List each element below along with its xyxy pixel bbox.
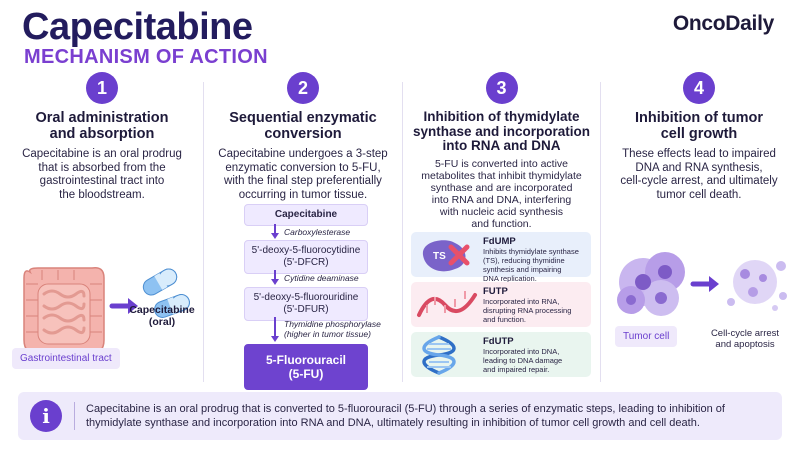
dna-helix-icon — [422, 335, 456, 375]
column-divider — [203, 82, 204, 382]
metabolite-futp: FUTP Incorporated into RNA, disrupting R… — [411, 282, 591, 327]
step-heading: Oral administration and absorption — [35, 110, 169, 142]
step-4-panel: 4 Inhibition of tumor cell growth These … — [601, 72, 797, 390]
step-heading: Inhibition of tumor cell growth — [634, 110, 764, 142]
metabolite-description: Incorporated into RNA, disrupting RNA pr… — [483, 297, 572, 324]
apoptotic-cell-icon — [727, 260, 787, 311]
step-description: Capecitabine undergoes a 3-step enzymati… — [218, 148, 388, 201]
arrow-down-icon — [271, 224, 279, 239]
metabolite-description: Inhibits thymidylate synthase (TS), redu… — [483, 247, 579, 283]
capecitabine-oral-label: Capecitabine (oral) — [129, 304, 195, 328]
enzyme-label: Cytidine deaminase — [284, 273, 359, 283]
info-icon: i — [30, 400, 62, 432]
metabolite-name: FUTP — [483, 286, 508, 297]
step-description: Capecitabine is an oral prodrug that is … — [22, 148, 182, 201]
page-subtitle: MECHANISM OF ACTION — [24, 46, 268, 68]
step-2-panel: 2 Sequential enzymatic conversion Capeci… — [204, 72, 402, 390]
pathway-node-5fu: 5-Fluorouracil (5-FU) — [244, 344, 368, 390]
page-title: Capecitabine — [22, 6, 253, 48]
summary-text: Capecitabine is an oral prodrug that is … — [86, 403, 725, 429]
pathway-node-dfur: 5'-deoxy-5-fluorouridine (5'-DFUR) — [244, 287, 368, 321]
rna-strand-icon — [417, 291, 477, 317]
column-divider — [402, 82, 403, 382]
capsule-icon — [142, 268, 190, 318]
column-divider — [600, 82, 601, 382]
tumor-to-apoptosis-illustration — [617, 252, 787, 316]
enzyme-label: Carboxylesterase — [284, 227, 351, 237]
enzyme-label: Thymidine phosphorylase (higher in tumor… — [284, 319, 381, 339]
cell-cycle-arrest-label: Cell-cycle arrest and apoptosis — [710, 328, 780, 350]
tumor-cell-label: Tumor cell — [615, 326, 678, 347]
step-number: 3 — [485, 72, 518, 104]
step-heading: Sequential enzymatic conversion — [229, 110, 377, 142]
step-heading: Inhibition of thymidylate synthase and i… — [412, 109, 591, 153]
enzyme-blocked-icon: TS — [422, 240, 470, 272]
brand-logo: OncoDaily — [672, 12, 774, 35]
intestine-icon — [23, 266, 190, 355]
step-description: These effects lead to impaired DNA and R… — [620, 148, 778, 201]
step-number: 1 — [86, 72, 118, 104]
metabolite-name: FdUMP — [483, 236, 516, 247]
arrow-right-icon — [690, 276, 719, 292]
step-3-panel: 3 Inhibition of thymidylate synthase and… — [403, 72, 600, 390]
step-number: 2 — [287, 72, 319, 104]
step-number: 4 — [683, 72, 715, 104]
metabolite-description: Incorporated into DNA, leading to DNA da… — [483, 347, 563, 374]
arrow-right-icon — [109, 298, 138, 314]
step-description: 5-FU is converted into active metabolite… — [421, 157, 582, 230]
tumor-cell-icon — [617, 252, 685, 316]
pathway-node-dfcr: 5'-deoxy-5-fluorocytidine (5'-DFCR) — [244, 240, 368, 274]
metabolite-name: FdUTP — [483, 336, 514, 347]
step-1-panel: 1 Oral administration and absorption Cap… — [4, 72, 200, 390]
metabolite-fdump: TS FdUMP Inhibits thymidylate synthase (… — [411, 232, 591, 283]
summary-divider — [74, 402, 75, 430]
gastrointestinal-tract-label: Gastrointestinal tract — [12, 348, 120, 369]
arrow-down-icon — [271, 317, 279, 342]
metabolite-fdutp: FdUTP Incorporated into DNA, leading to … — [411, 332, 591, 377]
summary-panel: i Capecitabine is an oral prodrug that i… — [18, 392, 782, 440]
svg-text:TS: TS — [433, 251, 446, 262]
pathway-node-capecitabine: Capecitabine — [244, 204, 368, 226]
arrow-down-icon — [271, 270, 279, 285]
